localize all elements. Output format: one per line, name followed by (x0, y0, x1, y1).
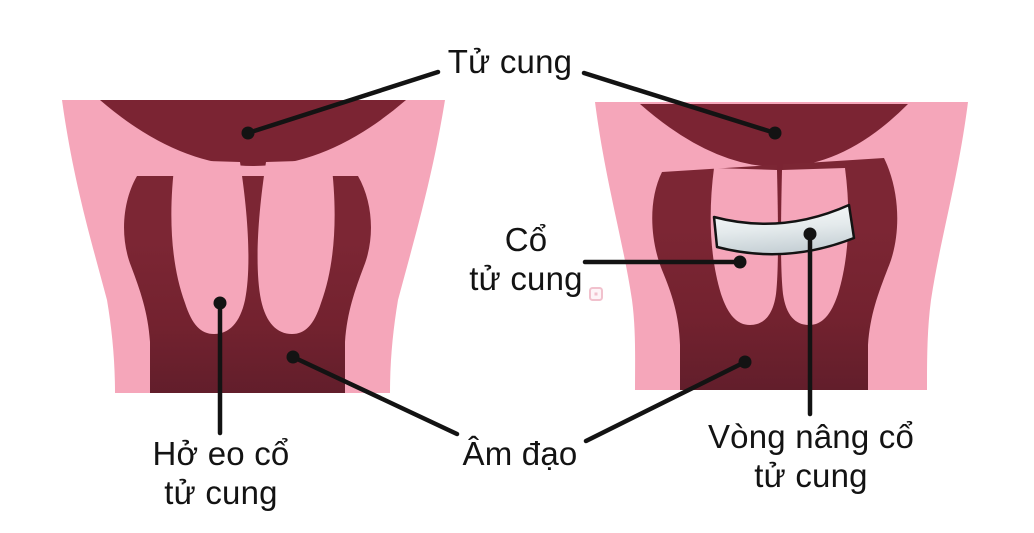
leader-lines (213, 69, 817, 444)
cervix-label-line1: Cổ (504, 221, 548, 258)
pessary-label: Vòng nâng cổ tử cung (708, 417, 914, 495)
pessary-dot (803, 227, 817, 241)
vagina-label: Âm đạo (463, 434, 578, 473)
left-panel-incompetent-cervix (62, 100, 445, 393)
uterus-label: Tử cung (448, 42, 572, 81)
vagina-dot-left (286, 350, 300, 364)
pessary-label-line1: Vòng nâng cổ (707, 418, 915, 455)
left-cervix-lip-left (171, 160, 249, 334)
uterus-dot-left (241, 126, 255, 140)
incompetent-label-line2: tử cung (164, 474, 278, 511)
left-cervix-lip-right (257, 160, 335, 334)
vagina-label-text: Âm đạo (462, 435, 578, 472)
right-panel-cervix-with-pessary (595, 102, 968, 390)
uterus-leader-left (245, 69, 441, 136)
pessary-label-line2: tử cung (754, 457, 868, 494)
watermark (589, 287, 603, 301)
vagina-leader-left (290, 354, 460, 437)
cervix-label: Cổ tử cung (469, 220, 582, 298)
vagina-leader-right (583, 359, 748, 444)
pessary-ring-band (712, 203, 856, 256)
incompetent-dot (213, 296, 227, 310)
closed-cervical-canal-line (777, 148, 783, 258)
uterus-label-text: Tử cung (447, 43, 573, 80)
uterus-leader-right (581, 70, 778, 136)
incompetent-label-line1: Hở eo cổ (152, 435, 290, 472)
cervix-dot (733, 255, 747, 269)
vagina-dot-right (738, 355, 752, 369)
uterus-dot-right (768, 126, 782, 140)
cervix-label-line2: tử cung (469, 260, 583, 297)
incompetent-cervix-label: Hở eo cổ tử cung (153, 434, 290, 512)
